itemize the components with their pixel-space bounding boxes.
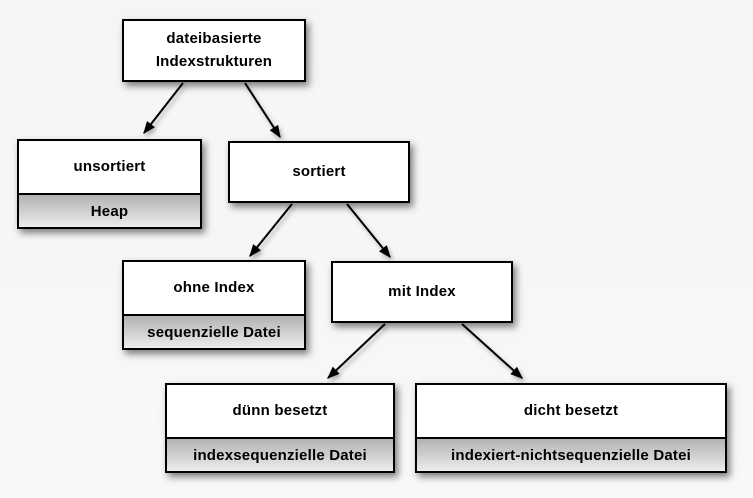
node-sortiert-label: sortiert — [292, 162, 346, 180]
node-mit-index: mit Index — [331, 261, 513, 323]
node-sortiert: sortiert — [228, 141, 410, 203]
edge-mit-index-duenn-besetzt — [327, 323, 386, 379]
node-unsortiert: unsortiert Heap — [17, 139, 202, 229]
edge-sortiert-ohne-index — [249, 203, 293, 257]
edge-sortiert-mit-index — [346, 203, 391, 258]
node-unsortiert-label: unsortiert — [73, 157, 146, 175]
node-dicht-besetzt: dicht besetzt indexiert-nichtsequenziell… — [415, 383, 727, 473]
node-dicht-besetzt-sublabel: indexiert-nichtsequenzielle Datei — [417, 437, 725, 471]
node-root: dateibasierte Indexstrukturen — [122, 19, 306, 82]
node-unsortiert-sublabel: Heap — [19, 193, 200, 227]
node-root-label: dateibasierte Indexstrukturen — [155, 30, 273, 70]
node-ohne-index-sublabel: sequenzielle Datei — [124, 314, 304, 348]
node-ohne-index-label: ohne Index — [173, 278, 255, 296]
node-duenn-besetzt-sublabel: indexsequenzielle Datei — [167, 437, 393, 471]
edge-root-unsortiert — [143, 82, 184, 134]
edge-root-sortiert — [244, 82, 281, 139]
node-ohne-index: ohne Index sequenzielle Datei — [122, 260, 306, 350]
node-mit-index-label: mit Index — [388, 282, 456, 300]
node-duenn-besetzt-label: dünn besetzt — [232, 401, 328, 419]
node-duenn-besetzt: dünn besetzt indexsequenzielle Datei — [165, 383, 395, 473]
edge-mit-index-dicht-besetzt — [461, 323, 523, 379]
node-dicht-besetzt-label: dicht besetzt — [523, 401, 619, 419]
